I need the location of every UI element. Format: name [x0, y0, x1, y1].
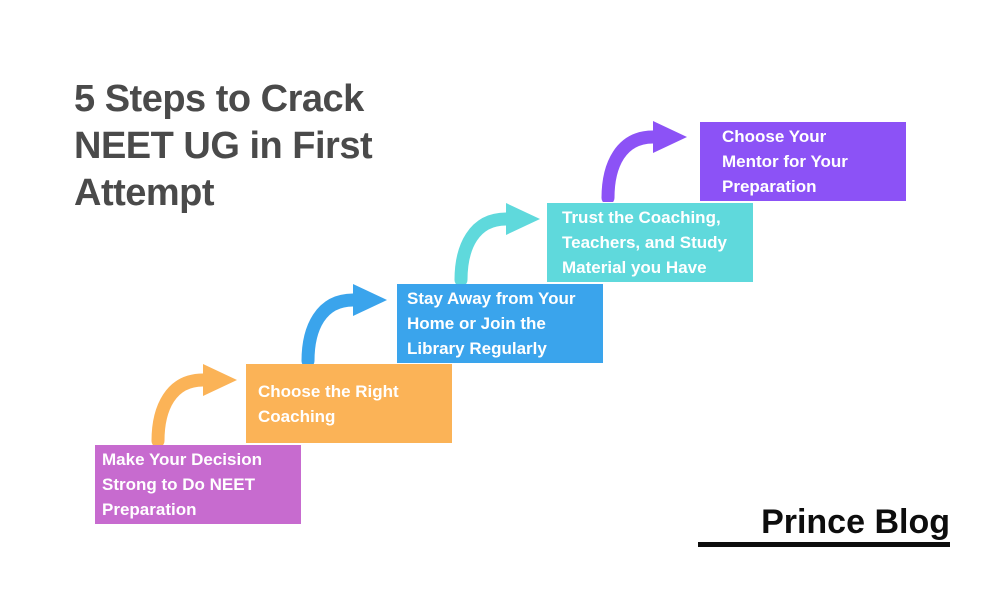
curved-arrow-icon-1 — [151, 364, 237, 445]
curved-arrow-icon-3 — [454, 203, 540, 284]
brand-signature: Prince Blog — [698, 502, 950, 547]
step-box-5: Choose Your Mentor for Your Preparation — [700, 122, 906, 201]
step-box-3: Stay Away from Your Home or Join the Lib… — [397, 284, 603, 363]
curved-arrow-icon-4 — [601, 121, 687, 202]
step-box-4: Trust the Coaching, Teachers, and Study … — [547, 203, 753, 282]
curved-arrow-icon-2 — [301, 284, 387, 365]
step-box-2: Choose the Right Coaching — [246, 364, 452, 443]
step-label-3: Stay Away from Your Home or Join the Lib… — [407, 289, 576, 358]
page-title: 5 Steps to Crack NEET UG in First Attemp… — [74, 78, 373, 214]
step-label-2: Choose the Right Coaching — [258, 381, 399, 426]
brand-signature-text: Prince Blog — [761, 503, 950, 541]
step-box-1: Make Your Decision Strong to Do NEET Pre… — [95, 445, 301, 524]
step-label-1: Make Your Decision Strong to Do NEET Pre… — [102, 450, 262, 519]
step-label-4: Trust the Coaching, Teachers, and Study … — [562, 208, 728, 277]
step-label-5: Choose Your Mentor for Your Preparation — [722, 127, 848, 196]
